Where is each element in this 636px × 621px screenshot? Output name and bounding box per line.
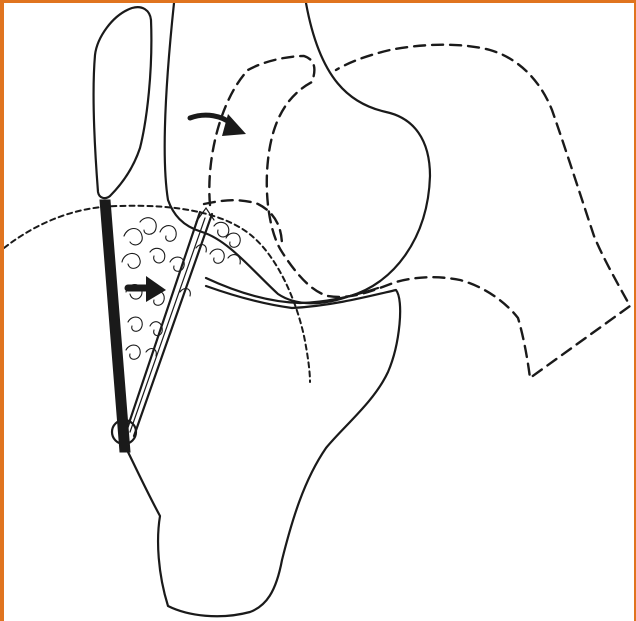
femur-flexed-dashed-outline xyxy=(209,45,630,378)
patellar-tendon xyxy=(100,200,130,452)
graft-edge xyxy=(134,214,212,436)
knee-diagram xyxy=(4,3,634,621)
femur xyxy=(165,3,430,303)
fat-pad-arrow-head xyxy=(146,276,166,302)
tibia xyxy=(126,286,400,616)
graft-inner-line xyxy=(130,218,205,432)
patella xyxy=(94,7,152,198)
